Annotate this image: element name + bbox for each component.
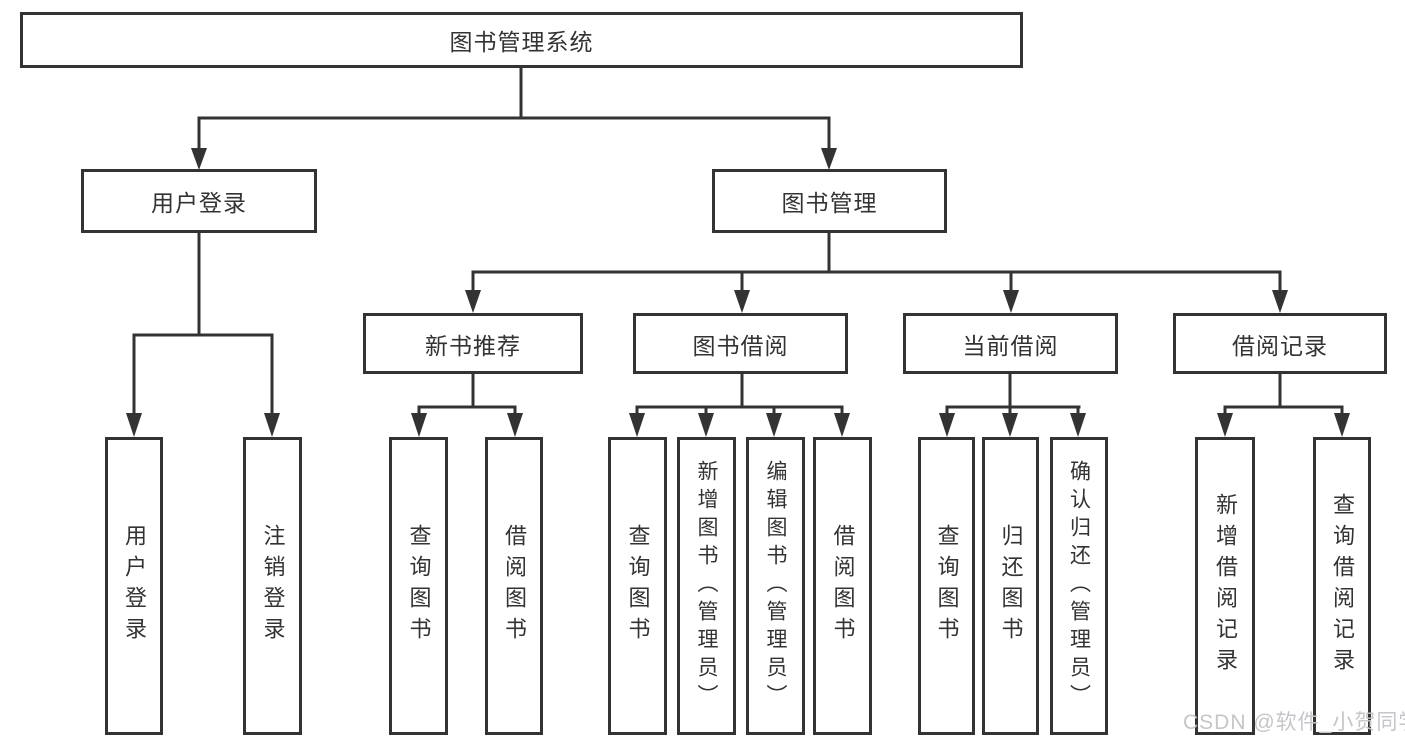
- node-borrow-books: 借阅图书: [485, 437, 543, 735]
- node-confirm-return-admin: 确认归还（管理员）: [1050, 437, 1108, 735]
- node-root: 图书管理系统: [20, 12, 1023, 68]
- node-borrow-records: 借阅记录: [1173, 313, 1387, 374]
- node-book-borrow: 图书借阅: [633, 313, 848, 374]
- node-query-borrow-record: 查询借阅记录: [1313, 437, 1371, 735]
- node-logout-leaf: 注销登录: [243, 437, 302, 735]
- arrowheads: [126, 148, 1350, 437]
- node-query-books: 查询图书: [608, 437, 667, 735]
- node-book-management: 图书管理: [712, 169, 947, 233]
- node-edit-books-admin: 编辑图书（管理员）: [746, 437, 805, 735]
- node-user-login-leaf: 用户登录: [105, 437, 163, 735]
- node-add-books-admin: 新增图书（管理员）: [677, 437, 736, 735]
- node-return-books: 归还图书: [982, 437, 1039, 735]
- node-add-borrow-record: 新增借阅记录: [1195, 437, 1255, 735]
- node-current-borrow: 当前借阅: [903, 313, 1118, 374]
- node-query-books: 查询图书: [389, 437, 448, 735]
- node-new-book-recommend: 新书推荐: [363, 313, 583, 374]
- node-borrow-books: 借阅图书: [813, 437, 872, 735]
- node-user-login: 用户登录: [81, 169, 317, 233]
- node-query-books: 查询图书: [918, 437, 975, 735]
- watermark: CSDN @软件_小贺同学: [1183, 711, 1405, 734]
